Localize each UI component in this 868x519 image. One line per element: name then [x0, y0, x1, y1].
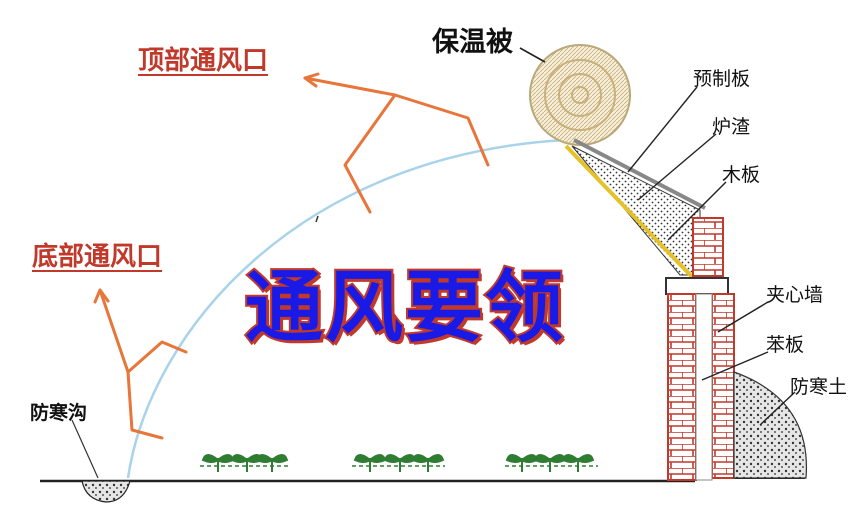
- polystyrene-board-label: 苯板: [766, 334, 805, 356]
- wall-cap-slab: [665, 277, 729, 295]
- bottom-vent-label: 底部通风口: [32, 242, 163, 272]
- insulation-blanket-label: 保温被: [432, 27, 513, 58]
- precast-slab-line: [573, 138, 706, 210]
- outer-brick-wall: [667, 293, 697, 481]
- frost-ditch-label: 防寒沟: [30, 402, 88, 424]
- slag-layer: [571, 145, 701, 276]
- cavity-wall-label: 夹心墙: [766, 284, 824, 306]
- frost-ditch-pointer: [71, 419, 99, 479]
- frost-ditch-fill: [81, 480, 131, 503]
- wood-board-label: 木板: [722, 164, 761, 186]
- precast-slab-label: 预制板: [693, 68, 751, 90]
- polystyrene-gap: [695, 293, 713, 481]
- bottom-airflow-arrow-icon: [93, 288, 188, 440]
- upper-brick-block: [692, 217, 724, 277]
- top-airflow-arrow-icon: [303, 72, 490, 214]
- frost-soil-label: 防寒土: [790, 376, 848, 398]
- wood-board-line: [564, 144, 699, 284]
- frost-soil-mound: [733, 371, 808, 479]
- leader-lines: [627, 86, 796, 426]
- insulation-blanket-roll: [529, 44, 631, 146]
- inner-brick-wall: [711, 293, 735, 479]
- plastic-film-arc: [126, 138, 566, 479]
- blanket-pointer: [519, 47, 546, 63]
- plant-seedling-icon: [200, 454, 598, 472]
- top-vent-label: 顶部通风口: [138, 46, 269, 76]
- furnace-slag-label: 炉渣: [712, 116, 751, 138]
- main-title: 通风要领: [243, 261, 566, 355]
- film-tick: [315, 215, 319, 223]
